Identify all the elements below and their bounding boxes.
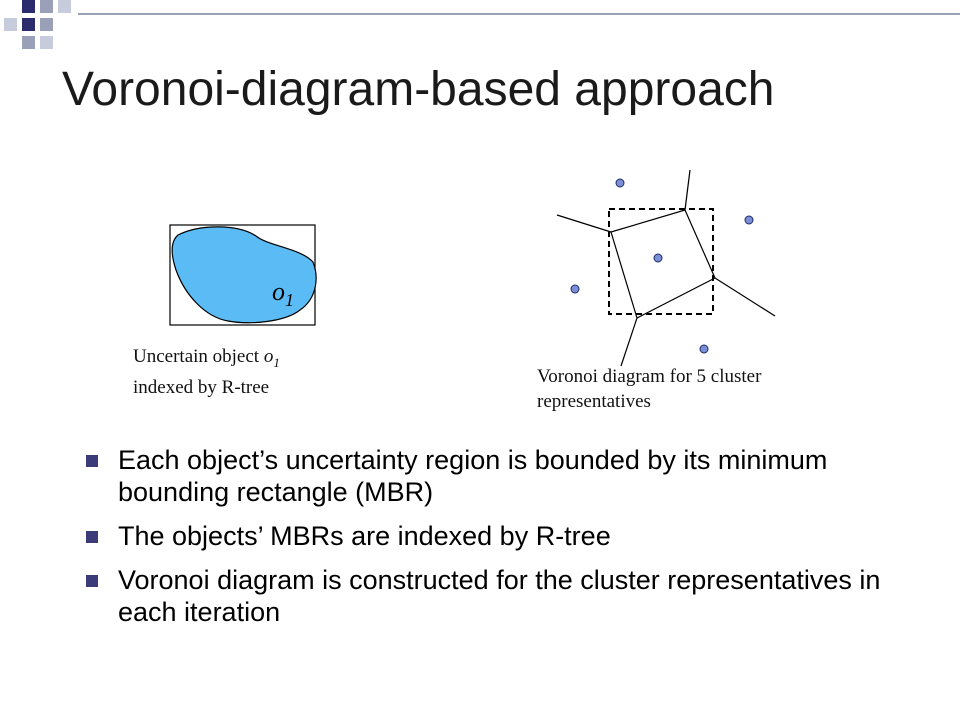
cluster-representative [615,178,625,188]
bullet-marker-icon [86,455,98,467]
slide-title: Voronoi-diagram-based approach [62,63,775,116]
bullet-item: Voronoi diagram is constructed for the c… [86,564,886,628]
right-caption-line1: Voronoi diagram for 5 cluster [537,366,762,387]
dashed-mbr [608,208,714,315]
cluster-representative [653,253,663,263]
header-rule [78,13,960,15]
object-label-subscript: 1 [285,290,294,310]
left-caption-var-subscript: 1 [273,354,280,370]
voronoi-edge [620,317,638,367]
bullet-text: Voronoi diagram is constructed for the c… [118,565,881,627]
voronoi-edge [684,169,691,211]
bullet-text: The objects’ MBRs are indexed by R-tree [118,521,611,551]
voronoi-edge [714,277,776,317]
object-label: o1 [272,277,294,310]
deco-square [40,0,53,13]
left-caption-prefix: Uncertain object [133,346,264,367]
corner-decoration [0,0,960,60]
deco-square [40,18,53,31]
uncertain-object-region [171,226,317,324]
bullet-marker-icon [86,531,98,543]
deco-square [40,36,53,49]
left-caption-var-letter: o [263,346,274,367]
cluster-representative [570,284,580,294]
right-figure-caption: Voronoi diagram for 5 cluster representa… [537,364,867,414]
left-caption-line1: Uncertain object o1 [133,344,393,375]
deco-square [22,18,35,31]
bullet-list: Each object’s uncertainty region is boun… [86,444,886,640]
bullet-marker-icon [86,575,98,587]
voronoi-cell-center [610,209,716,319]
voronoi-diagram [556,169,776,367]
object-label-letter: o [272,277,285,306]
bullet-item: The objects’ MBRs are indexed by R-tree [86,520,886,552]
bullet-text: Each object’s uncertainty region is boun… [118,445,828,507]
mbr-rectangle [169,224,316,326]
uncertain-object-figure: o1 [169,224,317,326]
deco-square [4,18,17,31]
deco-square [22,0,35,13]
deco-square [22,36,35,49]
right-caption-line2: representatives [537,391,651,412]
left-caption-variable: o1 [263,346,280,370]
cluster-representative [699,344,709,354]
left-caption-line2: indexed by R-tree [133,376,270,398]
left-figure-caption: Uncertain object o1 indexed by R-tree [133,344,393,400]
deco-square [58,0,71,13]
bullet-item: Each object’s uncertainty region is boun… [86,444,886,508]
cluster-representative [744,215,754,225]
voronoi-edge [556,214,612,233]
